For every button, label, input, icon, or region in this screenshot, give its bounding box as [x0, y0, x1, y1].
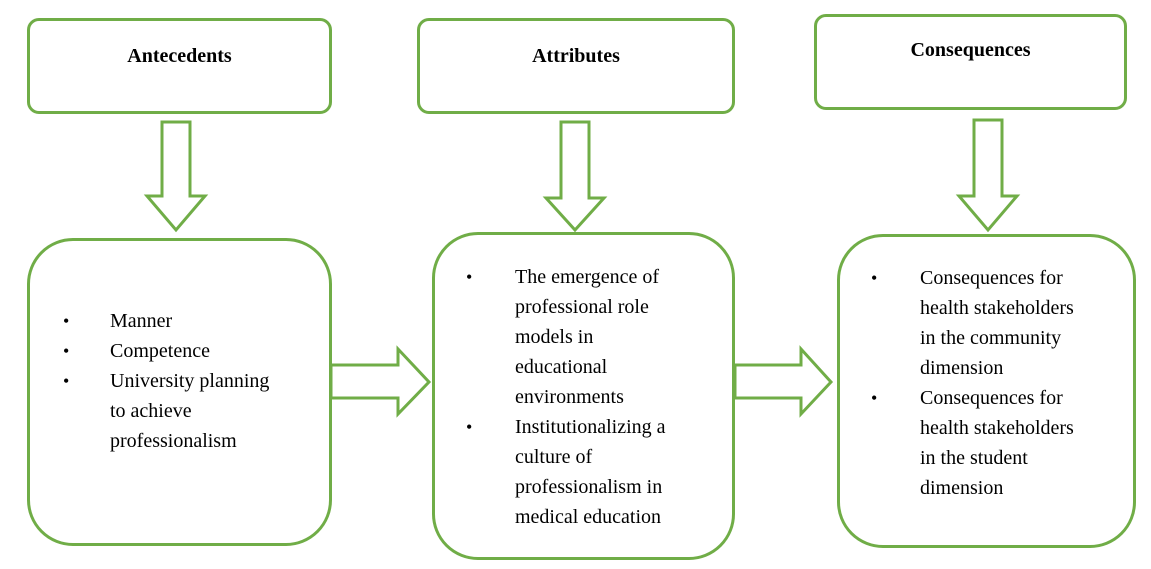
list-item: • Consequences for health stakeholders i…	[871, 383, 1106, 503]
bullet-icon: •	[871, 268, 878, 288]
bullet-icon: •	[63, 341, 70, 361]
bullet-icon: •	[466, 267, 473, 287]
bullet-icon: •	[871, 388, 878, 408]
attributes-header: Attributes	[532, 45, 620, 67]
list-item: • Competence	[63, 336, 268, 366]
antecedents-content-box	[27, 238, 332, 546]
consequences-content-box	[837, 234, 1136, 548]
down-arrow-antecedents	[143, 120, 209, 233]
right-arrow-antecedents-to-attributes	[329, 345, 432, 418]
antecedents-header-box: Antecedents	[27, 18, 332, 114]
right-arrow-attributes-to-consequences	[733, 345, 834, 418]
attributes-list: • The emergence of professional role mod…	[466, 262, 696, 532]
bullet-icon: •	[63, 371, 70, 391]
attributes-header-box: Attributes	[417, 18, 735, 114]
antecedents-list: • Manner • Competence • University plann…	[63, 306, 269, 456]
consequences-list: • Consequences for health stakeholders i…	[871, 263, 1106, 503]
list-item: • University planning to achieve profess…	[63, 366, 269, 456]
list-item: • Consequences for health stakeholders i…	[871, 263, 1106, 383]
down-arrow-attributes	[542, 120, 608, 233]
attributes-content-box	[432, 232, 735, 560]
consequences-header: Consequences	[910, 39, 1031, 61]
list-item: • Manner	[63, 306, 268, 336]
bullet-icon: •	[63, 311, 70, 331]
down-arrow-consequences	[955, 118, 1021, 233]
list-item: • Institutionalizing a culture of profes…	[466, 412, 696, 532]
list-item: • The emergence of professional role mod…	[466, 262, 696, 412]
antecedents-header: Antecedents	[127, 45, 232, 67]
bullet-icon: •	[466, 417, 473, 437]
consequences-header-box: Consequences	[814, 14, 1127, 110]
